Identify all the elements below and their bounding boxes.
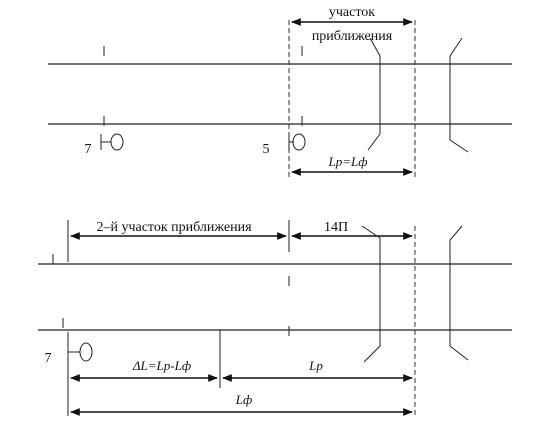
approach-zone-label-line2: приближения <box>312 29 393 44</box>
top-diagram: участок приближения 7 5 Lр=Lф <box>48 5 512 178</box>
second-zone-label: 2–й участок приближения <box>96 220 252 235</box>
block-14p-label: 14П <box>324 220 348 235</box>
train-outline <box>367 37 381 151</box>
signal-7-icon <box>100 133 124 151</box>
signal-7-icon <box>68 342 93 362</box>
lf-label: Lф <box>235 392 252 407</box>
track-end-outline <box>449 225 469 361</box>
signal-7-number: 7 <box>45 351 52 366</box>
delta-length-formula: ΔL=Lр-Lф <box>132 358 191 373</box>
signal-5-icon <box>288 133 306 151</box>
signal-5-number: 5 <box>263 142 270 157</box>
train-outline <box>361 225 381 363</box>
bottom-diagram: 2–й участок приближения 14П 7 ΔL=Lр-Lф L… <box>38 220 512 418</box>
track-end-outline <box>449 37 469 153</box>
length-formula: Lр=Lф <box>328 154 368 169</box>
signal-7-number: 7 <box>85 142 92 157</box>
lp-label: Lр <box>308 358 323 373</box>
approach-zone-label-line1: участок <box>329 5 375 20</box>
